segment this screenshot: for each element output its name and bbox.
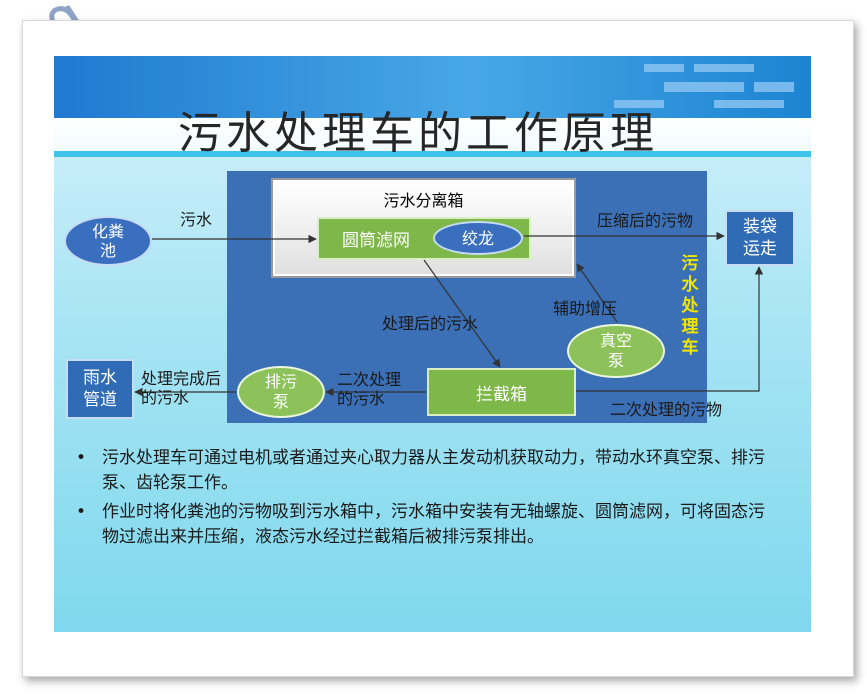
arrow-screen-to-intercept [423,259,501,368]
decor-bar [754,82,794,92]
bullet-list: • 污水处理车可通过电机或者通过夹心取力器从主发动机获取动力，带动水环真空泵、排… [72,446,772,554]
slide-title: 污水处理车的工作原理 [178,108,658,159]
edge-label-treated: 处理后的污水 [382,314,479,333]
bullet-text: 作业时将化粪池的污物吸到污水箱中，污水箱中安装有无轴螺旋、圆筒滤网，可将固态污物… [102,502,765,547]
edge-label-secondary-water: 二次处理的污水 [337,370,402,408]
auger-node: 绞龙 [433,221,523,255]
arrow-vacuum-to-tank [576,263,618,323]
bagging-node: 装袋运走 [725,210,795,266]
title-underline [54,151,811,157]
decor-bar [694,64,754,72]
edge-label-compressed: 压缩后的污物 [597,211,694,230]
septic-label: 化粪池 [91,222,124,260]
bullet-dot: • [76,448,87,468]
storm-drain-label: 雨水管道 [83,368,117,410]
arrow-intercept-to-bagging [576,266,764,392]
septic-node: 化粪池 [64,216,152,266]
edge-label-sewage: 污水 [180,210,213,229]
edge-label-final-water: 处理完成后的污水 [141,369,222,407]
decor-bar [714,100,784,108]
separation-tank-label: 污水分离箱 [383,191,464,210]
intercept-box: 拦截箱 [427,368,576,416]
truck-label: 污水处理车 [681,254,699,358]
drain-pump-label: 排污泵 [264,372,297,411]
slide: 污水处理车的工作原理 污水分离箱 圆筒滤网 绞龙 化粪池 装袋运走 真空泵 拦截… [54,56,811,632]
screen-label: 圆筒滤网 [342,231,410,251]
edge-label-pressurize: 辅助增压 [553,299,618,318]
decor-bar [614,100,664,108]
auger-label: 绞龙 [461,228,494,248]
vacuum-pump-node: 真空泵 [567,324,665,378]
flow-arrows [134,231,764,397]
vacuum-pump-label: 真空泵 [599,331,632,370]
bullet-dot: • [76,502,87,522]
drain-pump-node: 排污泵 [237,366,325,418]
title-strip [54,118,811,152]
edge-label-secondary-waste: 二次处理的污物 [610,400,723,419]
decor-bar [644,64,684,72]
decor-bar [664,82,744,92]
bullet-text: 污水处理车可通过电机或者通过夹心取力器从主发动机获取动力，带动水环真空泵、排污泵… [102,448,765,493]
storm-drain-node: 雨水管道 [66,359,134,419]
bagging-label: 装袋运走 [743,217,777,259]
intercept-label: 拦截箱 [476,384,527,405]
bullet-item: • 污水处理车可通过电机或者通过夹心取力器从主发动机获取动力，带动水环真空泵、排… [72,446,772,496]
bullet-item: • 作业时将化粪池的污物吸到污水箱中，污水箱中安装有无轴螺旋、圆筒滤网，可将固态… [72,500,772,550]
